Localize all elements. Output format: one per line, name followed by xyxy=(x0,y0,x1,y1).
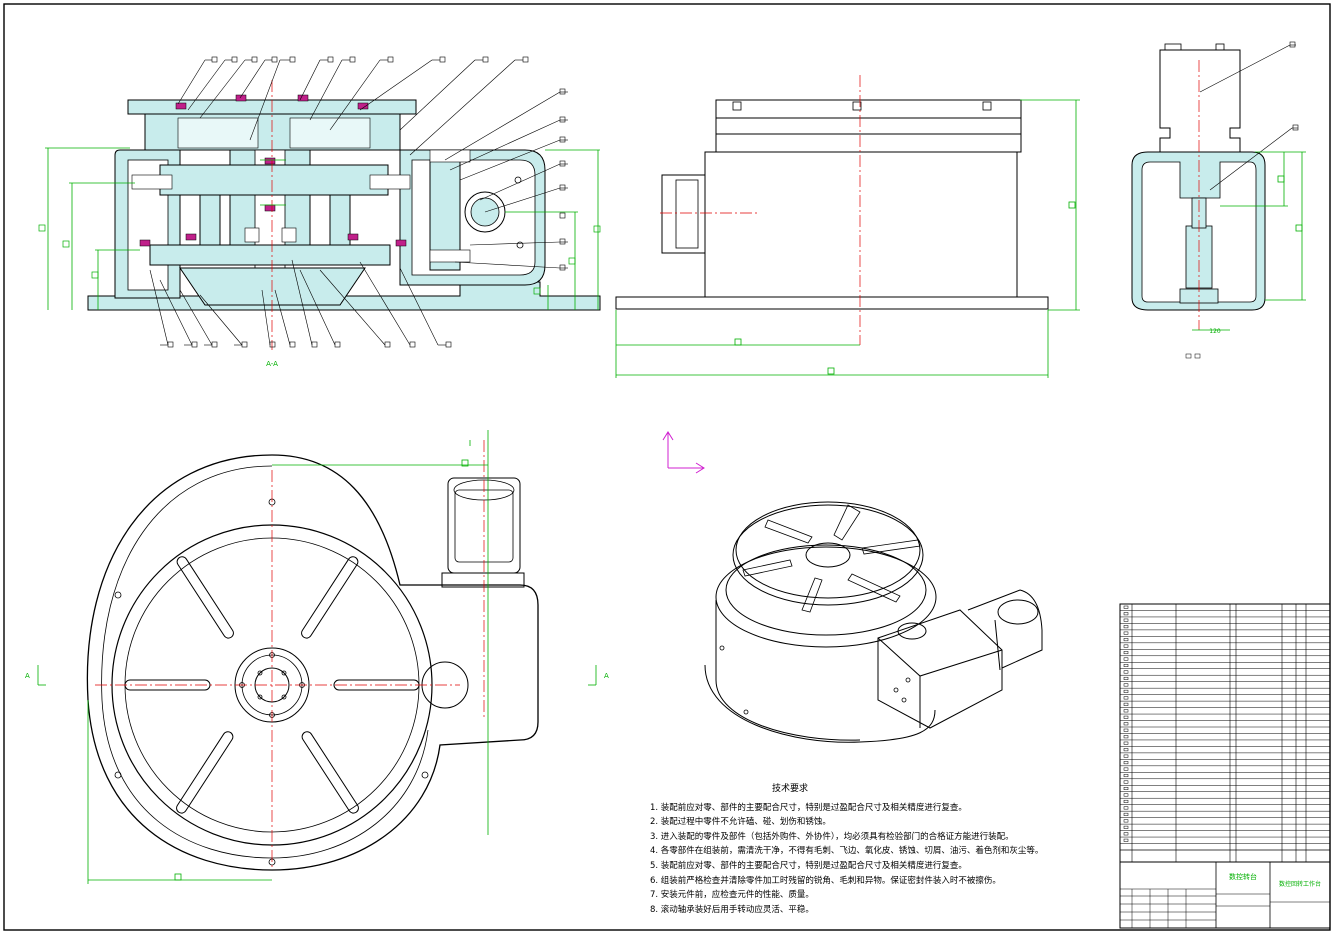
bom-index-box xyxy=(1123,709,1129,713)
bom-index-box xyxy=(1123,735,1129,739)
bom-index-box xyxy=(1123,625,1129,629)
bom-index-box xyxy=(1123,670,1129,674)
bom-index-box xyxy=(1123,664,1129,667)
bom-index-box xyxy=(1123,722,1129,726)
bom-index-box xyxy=(1123,631,1129,635)
bom-index-box xyxy=(1123,618,1129,622)
bom-index-box xyxy=(1123,825,1129,829)
bom-index-box xyxy=(1123,689,1129,693)
bom-index-box xyxy=(1123,651,1129,655)
title-block xyxy=(1119,861,1331,929)
requirement-item-2: 2. 装配过程中零件不允许磕、碰、划伤和锈蚀。 xyxy=(650,817,831,828)
side-view: 120 xyxy=(1131,41,1306,359)
requirement-item-6: 6. 组装前严格检查并清除零件加工时残留的锐角、毛刺和异物。保证密封件装入时不被… xyxy=(650,875,1001,886)
bom-index-box xyxy=(1123,741,1129,745)
bom-index-box xyxy=(1123,787,1129,790)
isometric-view xyxy=(704,501,1043,743)
technical-requirements-title: 技术要求 xyxy=(771,784,808,794)
bom-index-box xyxy=(1123,638,1129,642)
bom-index-box xyxy=(1123,799,1129,803)
bom-index-box xyxy=(1123,793,1129,797)
bom-index-box xyxy=(1123,696,1129,700)
bom-index-box xyxy=(1123,780,1129,784)
bom-index-box xyxy=(1123,612,1129,616)
bom-index-box xyxy=(1123,819,1129,823)
bom-index-box xyxy=(1123,644,1129,648)
bom-index-box xyxy=(1123,702,1129,706)
front-view xyxy=(615,75,1080,378)
ucs-icon xyxy=(662,431,705,474)
technical-requirements: 技术要求 1. 装配前应对零、部件的主要配合尺寸，特别是过盈配合尺寸及相关精度进… xyxy=(650,782,1070,917)
bom-index-box xyxy=(1123,838,1129,842)
bom-index-box xyxy=(1123,657,1129,661)
sheet-border xyxy=(3,3,1331,931)
section-view-a-a: A-A xyxy=(38,56,601,368)
bom-index-box xyxy=(1123,605,1129,609)
requirement-item-8: 8. 滚动轴承装好后用手转动应灵活、平稳。 xyxy=(650,904,814,915)
top-view: A A xyxy=(25,430,609,884)
bom-index-box xyxy=(1123,728,1129,732)
requirement-item-7: 7. 安装元件前，应检查元件的性能、质量。 xyxy=(650,890,814,901)
bom-index-box xyxy=(1123,683,1129,687)
requirement-item-1: 1. 装配前应对零、部件的主要配合尺寸，特别是过盈配合尺寸及相关精度进行复查。 xyxy=(650,802,967,813)
requirement-item-4: 4. 各零部件在组装前，需清洗干净，不得有毛刺、飞边、氧化皮、锈蚀、切屑、油污、… xyxy=(650,846,1044,857)
parts-list-table xyxy=(1119,603,1331,863)
bom-index-box xyxy=(1123,676,1129,680)
title-drawing-name: 数控回转工作台 xyxy=(1279,880,1321,888)
requirement-item-3: 3. 进入装配的零件及部件（包括外购件、外协件），均必须具有检验部门的合格证方能… xyxy=(650,831,1014,842)
title-company: 数控转台 xyxy=(1229,872,1257,881)
section-mark-left: A xyxy=(25,672,30,680)
bom-index-box xyxy=(1123,748,1129,752)
bom-index-box xyxy=(1123,754,1129,758)
requirement-item-5: 5. 装配前应对零、部件的主要配合尺寸，特别是过盈配合尺寸及相关精度进行复查。 xyxy=(650,860,967,871)
bom-index-box xyxy=(1123,715,1129,719)
section-label: A-A xyxy=(266,360,278,368)
bom-index-box xyxy=(1123,832,1129,836)
bom-index-box xyxy=(1123,767,1129,771)
section-mark-right: A xyxy=(604,672,609,680)
bom-index-box xyxy=(1123,761,1129,765)
dim-120: 120 xyxy=(1209,328,1221,335)
bom-index-box xyxy=(1123,774,1129,778)
bom-index-box xyxy=(1123,806,1129,810)
bom-index-box xyxy=(1123,812,1129,816)
